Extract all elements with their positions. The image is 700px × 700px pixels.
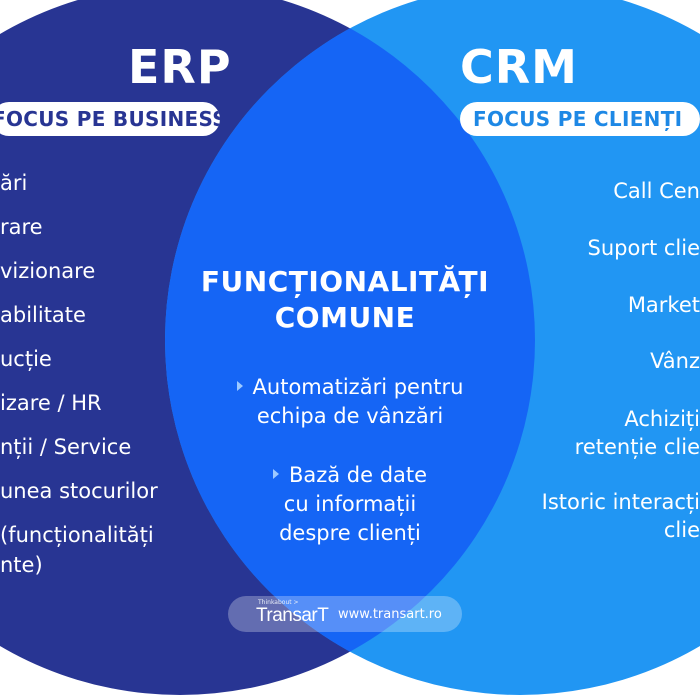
crm-item: Suport clie bbox=[587, 236, 700, 260]
erp-item: izare / HR bbox=[0, 391, 102, 415]
common-item-text: Automatizări pentru bbox=[252, 375, 464, 399]
watermark-logo: TransarT bbox=[256, 605, 329, 626]
crm-focus-pill: FOCUS PE CLIENȚI bbox=[460, 102, 700, 136]
erp-item: nții / Service bbox=[0, 435, 132, 459]
transart-watermark: Thinkabout > TransarT www.transart.ro bbox=[228, 596, 462, 632]
common-item-2-line3: despre clienți bbox=[279, 521, 421, 545]
crm-item: clie bbox=[663, 518, 700, 542]
common-item-1-line1: Automatizări pentru bbox=[190, 373, 510, 402]
crm-item: retenție clie bbox=[574, 435, 700, 459]
common-title-line1: FUNCȚIONALITĂȚI bbox=[200, 265, 490, 298]
erp-item: ări bbox=[0, 171, 28, 195]
erp-item: unea stocurilor bbox=[0, 479, 158, 503]
common-title-line2: COMUNE bbox=[274, 301, 416, 334]
common-item-text: Bază de date bbox=[288, 463, 428, 487]
erp-item: abilitate bbox=[0, 303, 86, 327]
erp-title: ERP bbox=[128, 40, 232, 94]
watermark-tagline: Thinkabout > bbox=[258, 599, 299, 606]
crm-item: Call Cen bbox=[613, 179, 700, 203]
common-item-2-line1: Bază de date bbox=[190, 461, 510, 490]
watermark-url: www.transart.ro bbox=[338, 607, 442, 622]
erp-focus-pill: FOCUS PE BUSINESS bbox=[0, 102, 220, 136]
crm-focus-label: FOCUS PE CLIENȚI bbox=[473, 107, 683, 131]
erp-item: nte) bbox=[0, 553, 43, 577]
common-item-2-line2: cu informații bbox=[283, 492, 417, 516]
crm-title: CRM bbox=[460, 40, 578, 94]
bullet-icon bbox=[236, 381, 243, 391]
erp-item: (funcționalități bbox=[0, 523, 154, 547]
crm-item: Istoric interacți bbox=[541, 490, 700, 514]
crm-item: Vânz bbox=[650, 349, 700, 373]
erp-focus-label: FOCUS PE BUSINESS bbox=[0, 107, 220, 131]
common-item-1-line2: echipa de vânzări bbox=[256, 404, 444, 428]
erp-item: vizionare bbox=[0, 259, 96, 283]
bullet-icon bbox=[272, 469, 279, 479]
erp-item: rare bbox=[0, 215, 43, 239]
crm-item: Achiziți bbox=[624, 407, 700, 431]
overlap-area bbox=[165, 0, 535, 695]
crm-item: Market bbox=[627, 293, 700, 317]
erp-item: ucție bbox=[0, 347, 52, 371]
